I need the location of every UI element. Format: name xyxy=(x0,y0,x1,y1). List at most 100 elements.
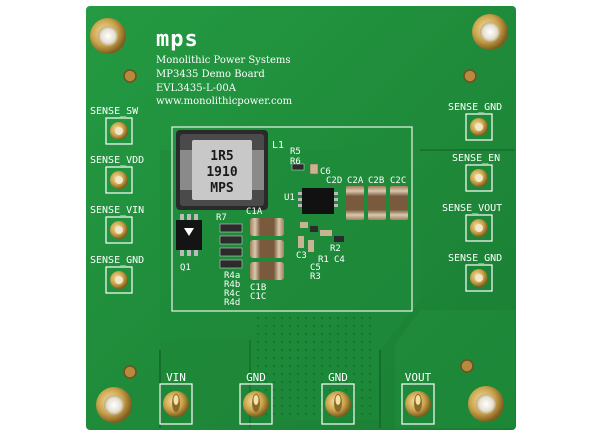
cap-c2a xyxy=(346,186,364,220)
via-dot xyxy=(312,404,316,408)
label-c2c: C2C xyxy=(390,176,406,186)
via-dot xyxy=(264,356,268,360)
silkscreen-outline xyxy=(171,126,413,312)
via-dot xyxy=(272,388,276,392)
via-dot xyxy=(360,396,364,400)
cap-c1a xyxy=(250,218,284,236)
via-dot xyxy=(280,324,284,328)
via-dot xyxy=(256,372,260,376)
via-dot xyxy=(320,356,324,360)
test-pin-sense-gnd-right-bottom[interactable]: SENSE_GND xyxy=(448,253,502,292)
label-c5: C5 xyxy=(310,263,321,273)
via-dot xyxy=(296,380,300,384)
svg-text:SENSE_VDD: SENSE_VDD xyxy=(90,155,144,166)
terminal-gnd-2[interactable]: GND xyxy=(321,371,355,425)
test-pin-sense-sw[interactable]: SENSE_SW xyxy=(90,106,139,145)
label-r2: R2 xyxy=(330,244,341,254)
terminal-vin[interactable]: VIN xyxy=(159,371,193,425)
via-dot xyxy=(344,316,348,320)
label-c2b: C2B xyxy=(368,176,384,186)
via-dot xyxy=(264,316,268,320)
svg-text:SENSE_VIN: SENSE_VIN xyxy=(90,205,144,216)
label-u1: U1 xyxy=(284,193,295,203)
via-dot xyxy=(360,348,364,352)
svg-text:GND: GND xyxy=(246,371,266,384)
svg-text:SENSE_EN: SENSE_EN xyxy=(452,153,500,164)
via-dot xyxy=(304,396,308,400)
via-dot xyxy=(328,348,332,352)
via-dot xyxy=(328,340,332,344)
via-dot xyxy=(304,332,308,336)
via-dot xyxy=(288,372,292,376)
via-dot xyxy=(352,356,356,360)
cap-c1b xyxy=(250,240,284,258)
via-dot xyxy=(288,412,292,416)
test-pin-sense-gnd-left[interactable]: SENSE_GND xyxy=(90,255,144,294)
via-dot xyxy=(280,388,284,392)
test-pin-sense-vout[interactable]: SENSE_VOUT xyxy=(442,203,502,242)
via-dot xyxy=(256,324,260,328)
via-dot xyxy=(328,372,332,376)
via-dot xyxy=(360,404,364,408)
label-c3: C3 xyxy=(296,251,307,261)
via-dot xyxy=(368,356,372,360)
via-dot xyxy=(288,380,292,384)
via-dot xyxy=(304,340,308,344)
via-dot xyxy=(304,348,308,352)
via-dot xyxy=(368,340,372,344)
svg-text:1R5: 1R5 xyxy=(210,149,233,164)
label-c1b: C1B xyxy=(250,283,266,293)
via-dot xyxy=(256,340,260,344)
via-dot xyxy=(264,412,268,416)
via-dot xyxy=(256,316,260,320)
label-q1: Q1 xyxy=(180,263,191,273)
via-dot xyxy=(368,332,372,336)
cap-c2b xyxy=(368,186,386,220)
via-dot xyxy=(344,356,348,360)
via-dot xyxy=(264,348,268,352)
via-dot xyxy=(320,380,324,384)
ic-u1 xyxy=(298,188,338,214)
via-dot xyxy=(320,348,324,352)
terminal-vout[interactable]: VOUT xyxy=(401,371,435,425)
via-dot xyxy=(280,316,284,320)
via-dot xyxy=(360,316,364,320)
mounting-hole-top-right xyxy=(472,14,508,50)
via-dot xyxy=(272,404,276,408)
test-pin-sense-gnd-right-top[interactable]: SENSE_GND xyxy=(448,102,502,141)
via-dot xyxy=(296,412,300,416)
via-dot xyxy=(272,412,276,416)
resistor-array-r4 xyxy=(219,223,243,269)
label-r1: R1 xyxy=(318,255,329,265)
via-dot xyxy=(312,380,316,384)
via-dot xyxy=(256,388,260,392)
via xyxy=(460,359,474,373)
via-dot xyxy=(344,388,348,392)
via-dot xyxy=(280,356,284,360)
via-dot xyxy=(344,348,348,352)
cap-c1c xyxy=(250,262,284,280)
via-dot xyxy=(320,316,324,320)
via-dot xyxy=(352,340,356,344)
test-pin-sense-vdd[interactable]: SENSE_VDD xyxy=(90,155,144,194)
via-dot xyxy=(368,412,372,416)
via-dot xyxy=(272,340,276,344)
transistor-q1 xyxy=(176,214,202,256)
demo-board-title: MP3435 Demo Board xyxy=(156,69,265,80)
via-dot xyxy=(288,396,292,400)
label-r4b: R4b xyxy=(224,280,240,290)
via-dot xyxy=(296,324,300,328)
label-r4a: R4a xyxy=(224,271,240,281)
cap-c2c xyxy=(390,186,408,220)
via-dot xyxy=(288,364,292,368)
test-pin-sense-en[interactable]: SENSE_EN xyxy=(452,153,500,192)
via-dot xyxy=(288,356,292,360)
terminal-gnd-1[interactable]: GND xyxy=(239,371,273,425)
via-dot xyxy=(328,380,332,384)
via-dot xyxy=(336,348,340,352)
svg-text:SENSE_GND: SENSE_GND xyxy=(90,255,144,266)
via-dot xyxy=(328,324,332,328)
via-dot xyxy=(272,348,276,352)
test-pin-sense-vin[interactable]: SENSE_VIN xyxy=(90,205,144,244)
label-r4d: R4d xyxy=(224,298,240,308)
